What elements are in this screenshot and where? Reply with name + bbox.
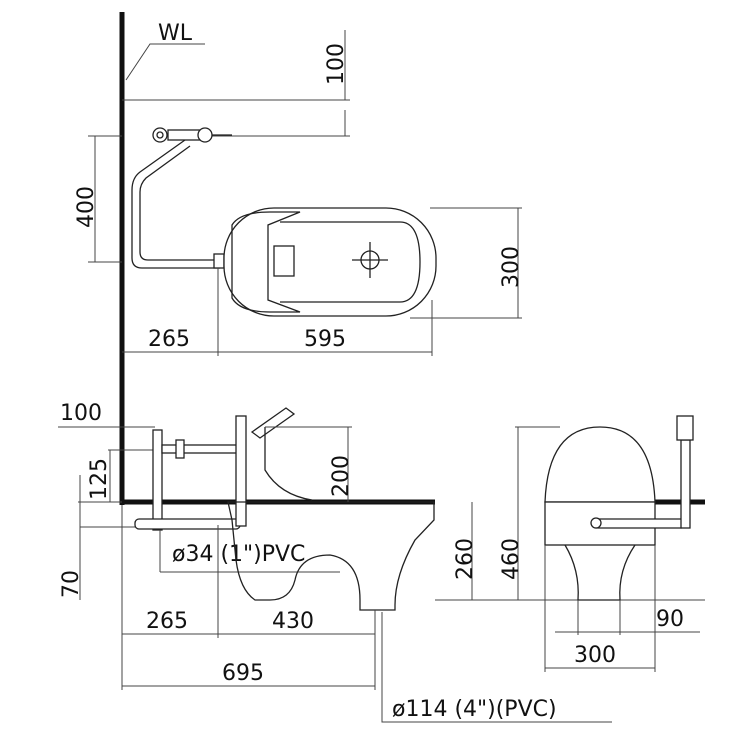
bowl-side-view	[227, 501, 435, 611]
flush-pipe-top	[139, 145, 220, 261]
valve-icon	[590, 517, 602, 529]
valve-icon	[156, 131, 164, 139]
pedestal	[564, 544, 636, 601]
dim-total-height: 460	[499, 538, 524, 580]
flush-pipe-vertical	[235, 415, 247, 527]
supply-pipe	[152, 429, 163, 531]
bowl-inner	[280, 221, 421, 303]
dim-pipe-height: 125	[87, 458, 112, 500]
dim-wall-to-outlet: 695	[222, 661, 264, 686]
flush-pipe-top	[131, 139, 220, 269]
dim-wall-to-inlet: 265	[146, 609, 188, 634]
dim-inlet-to-outlet: 430	[272, 609, 314, 634]
dim-pipe-below: 70	[59, 570, 84, 598]
supply-pipe	[161, 444, 243, 454]
pipe-large-label: ø114 (4")(PVC)	[392, 697, 557, 722]
bowl-rim	[231, 211, 301, 313]
dim-flush-height: 400	[74, 186, 99, 228]
pipe-small-label: ø34 (1")PVC	[172, 542, 305, 567]
dim-bowl-length: 595	[304, 327, 346, 352]
inlet	[213, 253, 225, 269]
dim-flush-pipe: 200	[329, 455, 354, 497]
dim-bowl-width: 300	[499, 246, 524, 288]
dim-wall-to-bowl: 265	[148, 327, 190, 352]
valve-icon	[197, 127, 213, 143]
bowl-slot	[273, 245, 295, 277]
bowl-rear	[264, 427, 313, 501]
front-supply-pipe	[680, 439, 691, 529]
wl-leader	[125, 43, 205, 81]
dim-width: 300	[574, 643, 616, 668]
valve-icon	[152, 127, 168, 143]
dim-pipe-offset: 100	[60, 401, 102, 426]
flush-handle	[250, 407, 296, 439]
wl-label: WL	[158, 21, 193, 46]
dim-depth: 260	[453, 538, 478, 580]
bowl-top-view	[223, 207, 437, 317]
pipe-fitting	[175, 439, 185, 459]
dim-wl-top: 100	[324, 43, 349, 85]
dim-foot: 90	[656, 607, 684, 632]
leader-line	[381, 612, 612, 723]
flush-pipe-side	[134, 518, 241, 530]
front-pipe	[591, 518, 686, 529]
valve-icon	[676, 415, 694, 441]
tank-dome	[544, 426, 656, 503]
